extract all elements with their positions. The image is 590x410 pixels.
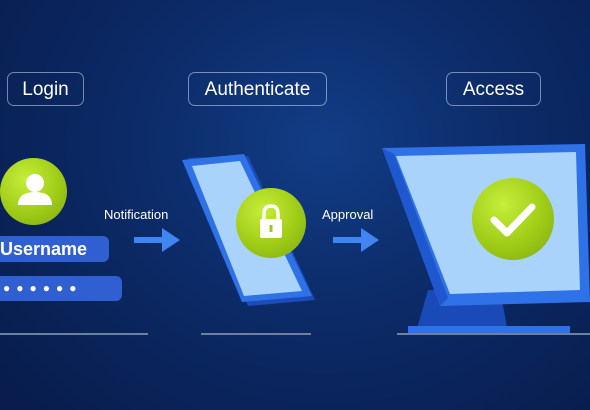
- flow-label-approval: Approval: [322, 207, 374, 222]
- username-text: Username: [0, 239, 88, 259]
- step-label-access: Access: [446, 72, 541, 106]
- flow-label-notification: Notification: [104, 207, 169, 222]
- checkmark-badge: [472, 178, 554, 260]
- user-avatar-badge: [0, 158, 67, 225]
- password-mask: ●●●●●●: [3, 281, 83, 295]
- access-baseline: [397, 333, 590, 335]
- user-icon: [18, 174, 52, 205]
- checkmark-icon: [490, 203, 536, 237]
- authenticate-baseline: [201, 333, 311, 335]
- lock-badge: [236, 188, 306, 258]
- step-label-login: Login: [7, 72, 84, 106]
- username-field[interactable]: Username: [0, 236, 109, 262]
- step-label-authenticate: Authenticate: [188, 72, 327, 106]
- arrow-right-icon: [134, 228, 180, 252]
- lock-icon: [260, 204, 282, 238]
- password-field[interactable]: ●●●●●●: [0, 276, 122, 301]
- arrow-right-icon: [333, 228, 379, 252]
- login-baseline: [0, 333, 148, 335]
